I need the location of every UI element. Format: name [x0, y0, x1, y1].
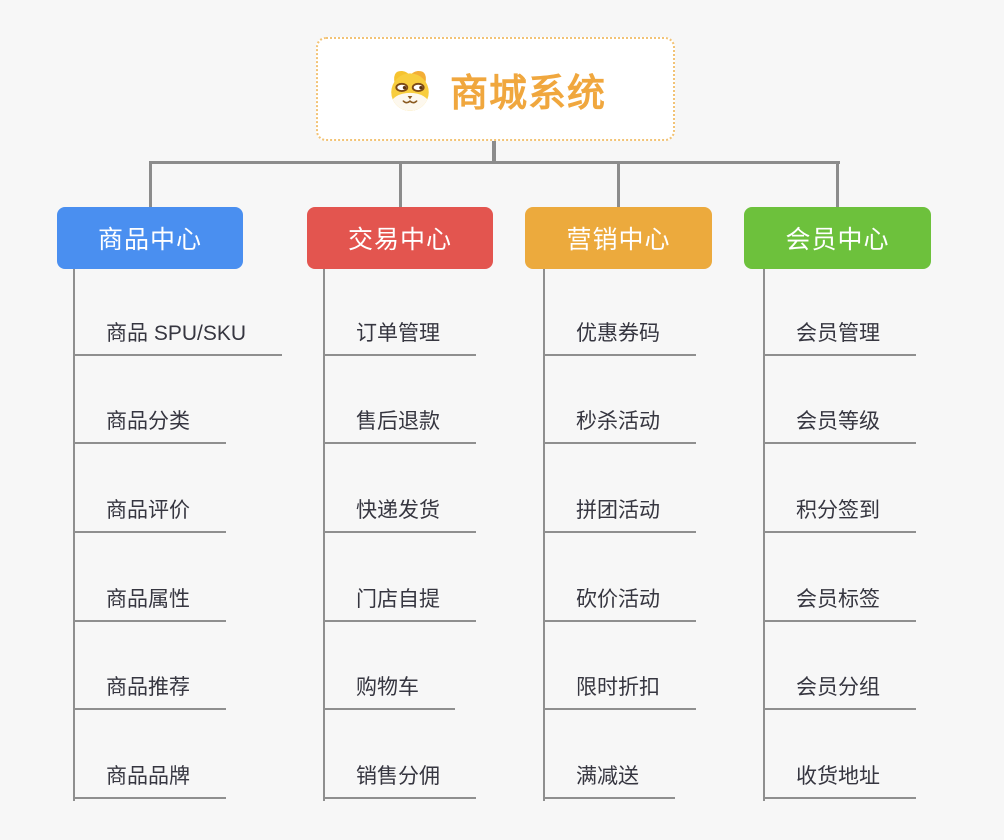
topic-item[interactable]: 门店自提: [323, 586, 476, 622]
branch-drop-connector: [399, 161, 402, 207]
column-trunk-connector: [73, 269, 75, 801]
branch-label: 交易中心: [347, 226, 452, 254]
column-trunk-connector: [543, 269, 545, 801]
topic-item[interactable]: 秒杀活动: [543, 408, 696, 444]
branch-label: 会员中心: [785, 226, 890, 254]
topic-item[interactable]: 会员分组: [763, 674, 916, 710]
branch-product-center[interactable]: 商品中心: [57, 207, 243, 269]
topic-item[interactable]: 限时折扣: [543, 674, 696, 710]
topic-item[interactable]: 满减送: [543, 763, 675, 799]
topic-item[interactable]: 商品属性: [73, 586, 226, 622]
topic-item[interactable]: 优惠券码: [543, 320, 696, 356]
branch-marketing-center[interactable]: 营销中心: [525, 207, 712, 269]
column-trunk-connector: [763, 269, 765, 801]
branch-drop-connector: [836, 161, 839, 207]
branch-label: 商品中心: [97, 226, 202, 254]
root-stem-connector: [492, 139, 496, 163]
topic-item[interactable]: 快递发货: [323, 497, 476, 533]
topic-item[interactable]: 商品 SPU/SKU: [73, 320, 283, 356]
topic-item[interactable]: 砍价活动: [543, 586, 696, 622]
branch-bus-connector: [149, 161, 840, 164]
topic-item[interactable]: 拼团活动: [543, 497, 696, 533]
topic-item[interactable]: 会员标签: [763, 586, 916, 622]
topic-item[interactable]: 购物车: [323, 674, 455, 710]
topic-item[interactable]: 会员管理: [763, 320, 916, 356]
topic-item[interactable]: 商品分类: [73, 408, 226, 444]
branch-label: 营销中心: [566, 226, 671, 254]
topic-item[interactable]: 销售分佣: [323, 763, 476, 799]
branch-drop-connector: [617, 161, 620, 207]
topic-item[interactable]: 收货地址: [763, 763, 916, 799]
topic-item[interactable]: 售后退款: [323, 408, 476, 444]
branch-member-center[interactable]: 会员中心: [744, 207, 931, 269]
shiba-dog-face-icon: [391, 70, 429, 111]
topic-item[interactable]: 会员等级: [763, 408, 916, 444]
topic-item[interactable]: 商品评价: [73, 497, 226, 533]
root-node-mall-system[interactable]: 商城系统: [316, 37, 675, 141]
root-title: 商城系统: [449, 72, 606, 115]
topic-item[interactable]: 订单管理: [323, 320, 476, 356]
topic-item[interactable]: 商品品牌: [73, 763, 226, 799]
branch-trade-center[interactable]: 交易中心: [307, 207, 493, 269]
topic-item[interactable]: 商品推荐: [73, 674, 226, 710]
branch-drop-connector: [149, 161, 152, 207]
column-trunk-connector: [323, 269, 325, 801]
topic-item[interactable]: 积分签到: [763, 497, 916, 533]
